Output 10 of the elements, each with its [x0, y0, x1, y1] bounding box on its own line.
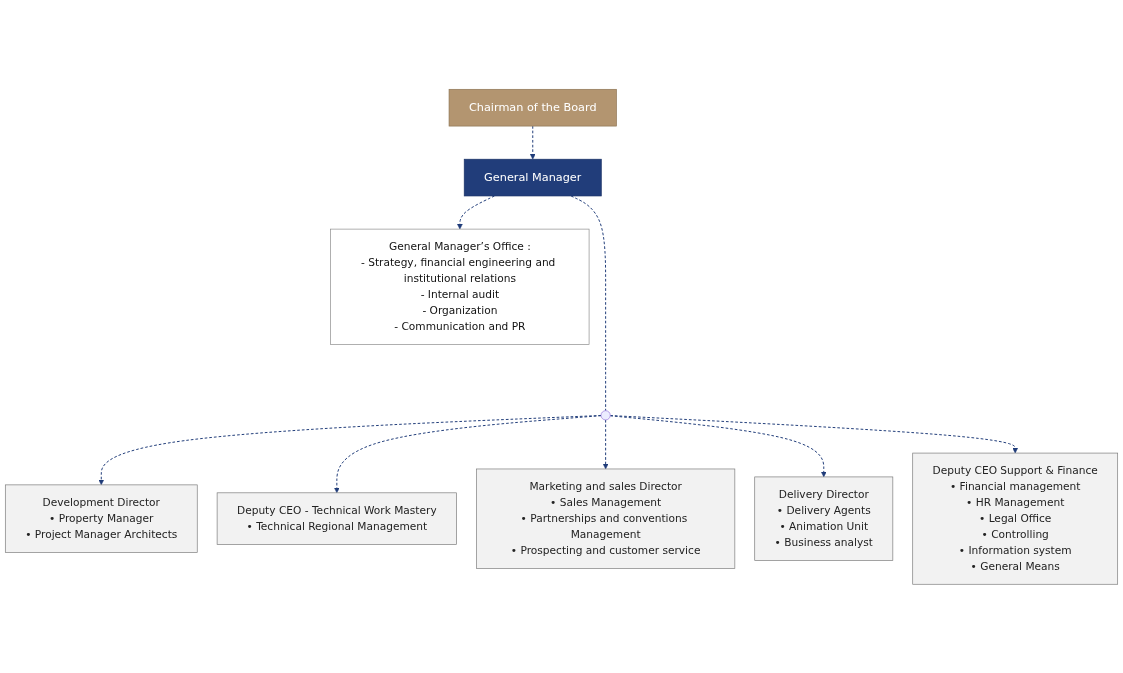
node-box: General Manager’s Office : - Strategy, financial engineering and institutional relations - Internal audit - Organization - Communication and PR — [330, 228, 590, 345]
connector — [570, 195, 607, 411]
node-box: Marketing and sales Director • Sales Management • Partnerships and conventions Management • Prospecting and customer service — [476, 468, 736, 569]
node-box: Deputy CEO - Technical Work Mastery • Technical Regional Management — [216, 492, 457, 545]
node-box: General Manager — [463, 158, 602, 197]
node-box: Delivery Director • Delivery Agents • Animation Unit • Business analyst — [754, 476, 894, 561]
node-box: Development Director • Property Manager • Project Manager Architects — [4, 484, 198, 553]
node-box: Deputy CEO Support & Finance • Financial management • HR Management • Legal Office • Controlling • Information system • General Means — [912, 452, 1118, 585]
node-circle — [600, 410, 611, 420]
node-box: Chairman of the Board — [448, 88, 617, 127]
